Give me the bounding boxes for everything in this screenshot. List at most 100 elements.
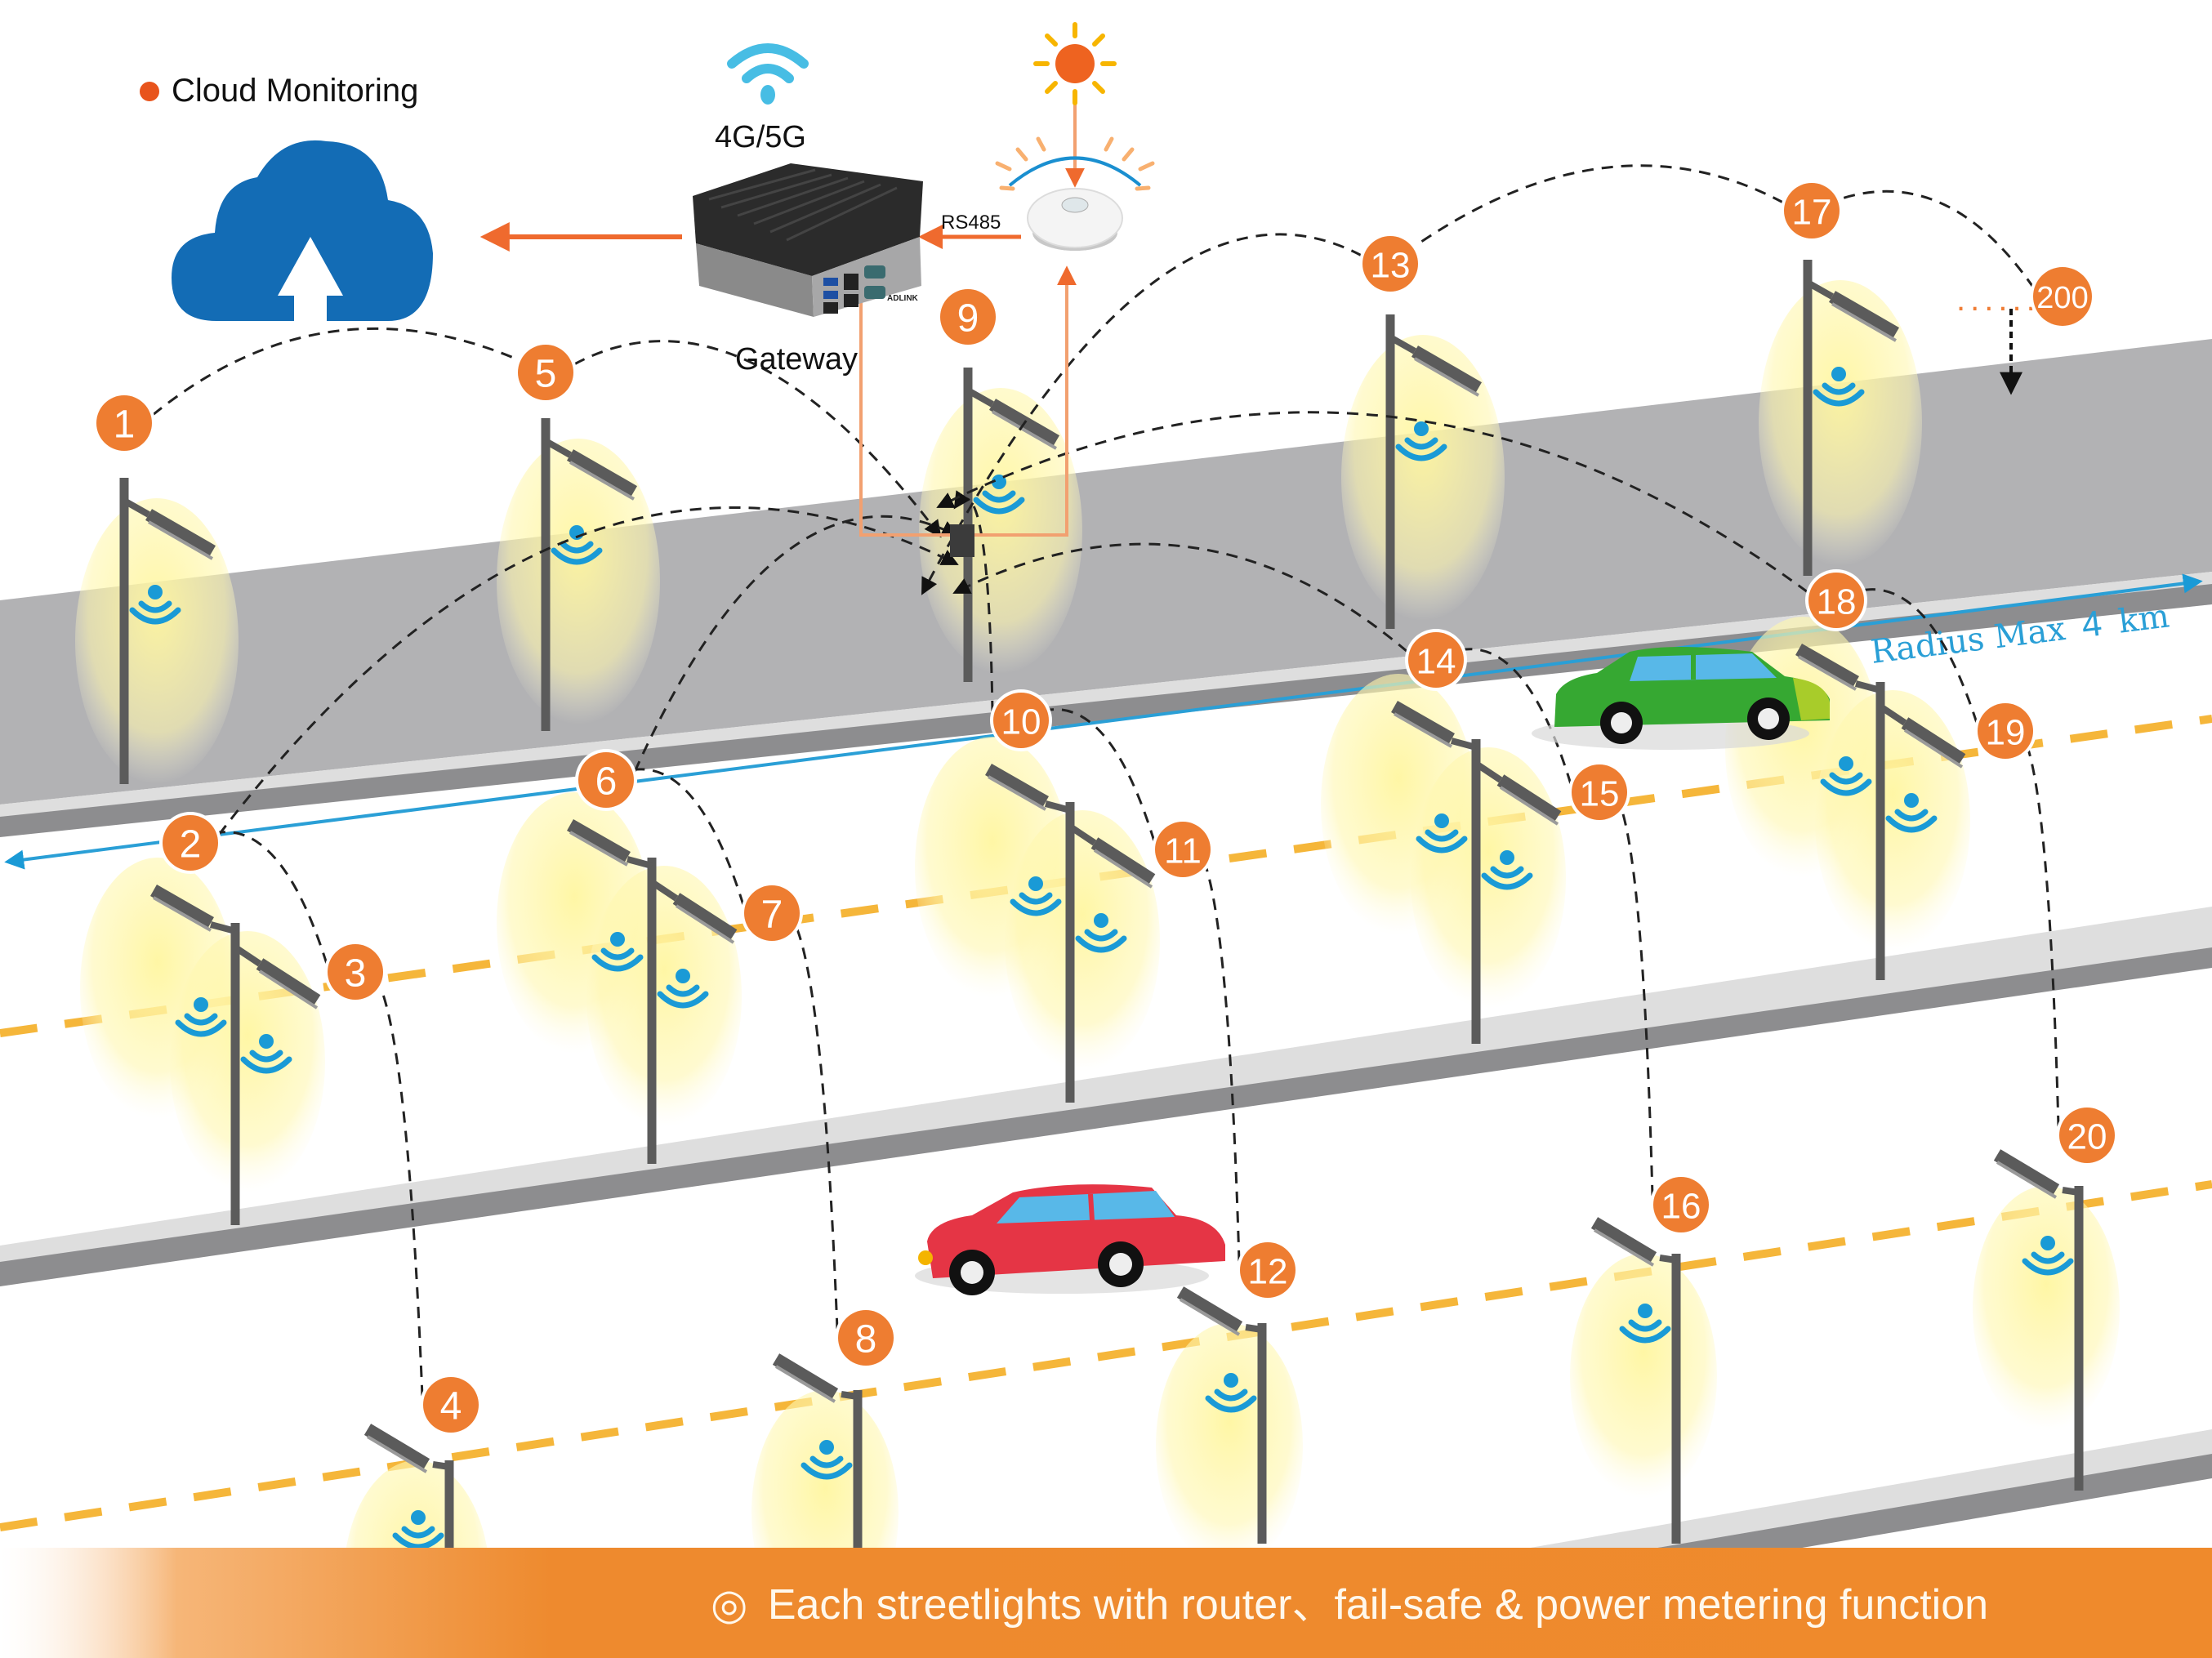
wifi-signal-icon [240,1034,292,1074]
node-number: 3 [345,952,367,996]
wifi-signal-icon [591,932,644,972]
lamp-lens [1798,655,1857,691]
node-badge-19: 19 [1974,700,2036,762]
streetlight [1803,260,1899,576]
lamp-lens [1499,786,1559,826]
light-glow [1570,1254,1717,1499]
node-badge-4: 4 [420,1374,482,1436]
light-glow [1156,1323,1303,1568]
wifi-signal-icon [129,585,181,625]
gateway-wiring: RS485 [479,102,1085,557]
lamp-head [363,1424,430,1470]
mesh-link-3-to-2 [187,828,328,965]
pole-controller-box [950,524,974,557]
lamp-lens [992,410,1057,450]
lamp-head [1176,1286,1243,1333]
streetlight [119,478,216,784]
mesh-link-7-to-6 [603,765,745,906]
node-number: 200 [2036,281,2088,315]
lamp-lens [153,896,212,932]
wifi-signal-icon [2022,1236,2074,1276]
lamp-head [985,764,1049,808]
node-badge-5: 5 [515,341,577,403]
node-number: 15 [1580,774,1620,814]
lamp-head [567,449,637,497]
wifi-signal-icon [392,1510,444,1550]
lamp-lens [988,775,1046,811]
node-number: 10 [1001,702,1041,742]
mesh-link-16-to-15 [1597,776,1654,1197]
wifi-signal-icon [1075,913,1127,953]
node-badge-3: 3 [324,941,386,1003]
lamp-head [1411,345,1482,394]
node-badge-8: 8 [835,1307,897,1369]
node-badge-18: 18 [1805,569,1867,631]
node-number: 9 [957,297,979,341]
node-number: 14 [1416,642,1456,682]
mesh-link-8-to-7 [769,897,839,1330]
wifi-signal-icon [1619,1304,1671,1344]
node-badge-2: 2 [159,812,221,874]
streetlight [1590,1217,1681,1544]
mesh-link-200-to-17 [1808,189,2036,289]
lamp-lens [569,831,628,867]
light-glow [497,439,660,724]
wifi-signal-icon [1885,793,1938,833]
mesh-link-1-to-5 [152,327,549,417]
node-badge-17: 17 [1781,180,1843,242]
node-number: 17 [1792,193,1832,233]
mesh-link-12-to-11 [1180,833,1241,1263]
lamp-lens [1414,357,1479,397]
mesh-link-14-to-9 [952,542,1408,653]
lamp-head [1795,644,1859,688]
rs485-label: RS485 [941,212,1001,234]
mesh-link-20-to-19 [2003,715,2060,1128]
light-glow [1759,280,1922,566]
sun-icon [1033,22,1117,105]
node-number: 4 [440,1385,462,1428]
light-glow [75,498,239,784]
red-car [915,1184,1225,1295]
node-number: 8 [855,1318,877,1362]
banner-text: ◎ Each streetlights with router、fail-saf… [711,1581,1988,1629]
mesh-link-5-to-9 [573,340,942,538]
light-sensor-icon [995,136,1155,251]
lamp-lens [148,520,213,560]
node-number: 1 [114,403,136,447]
node-badge-12: 12 [1237,1239,1299,1301]
light-glow [1973,1186,2120,1431]
streetlight [567,819,738,1164]
node-number: 7 [761,894,783,937]
node-badge-14: 14 [1405,629,1467,691]
node-badge-1: 1 [93,392,155,454]
cloud-legend-bullet [140,82,159,101]
gateway-to-pole-wire [859,279,964,537]
lamp-lens [675,904,735,944]
lamp-lens [258,969,319,1010]
mesh-link-6-to-9 [633,515,959,773]
streetlight [1385,314,1482,629]
network-label: 4G/5G [715,120,806,154]
lamp-lens [569,461,635,501]
wifi-signal-icon [1820,756,1872,796]
lamp-lens [1593,1228,1655,1267]
cloud-monitoring-label: Cloud Monitoring [172,73,418,109]
light-glow [919,388,1082,674]
pole-to-sensor-wire [964,265,1077,537]
lamp-head [1496,774,1562,822]
node-badge-9: 9 [937,286,999,348]
node-number: 18 [1817,582,1857,622]
mesh-link-4-to-3 [353,956,424,1397]
lamp-head [772,1353,839,1400]
cellular-wifi-icon [727,43,809,105]
node-number: 13 [1371,246,1411,286]
wifi-signal-icon [1010,876,1062,916]
lamp-head [1993,1149,2060,1196]
lamp-lens [1903,729,1964,769]
lamp-lens [1179,1298,1241,1336]
divider-bottom-edge [1634,1454,2212,1576]
node-number: 20 [2067,1117,2107,1157]
mesh-link-15-to-14 [1433,645,1572,785]
